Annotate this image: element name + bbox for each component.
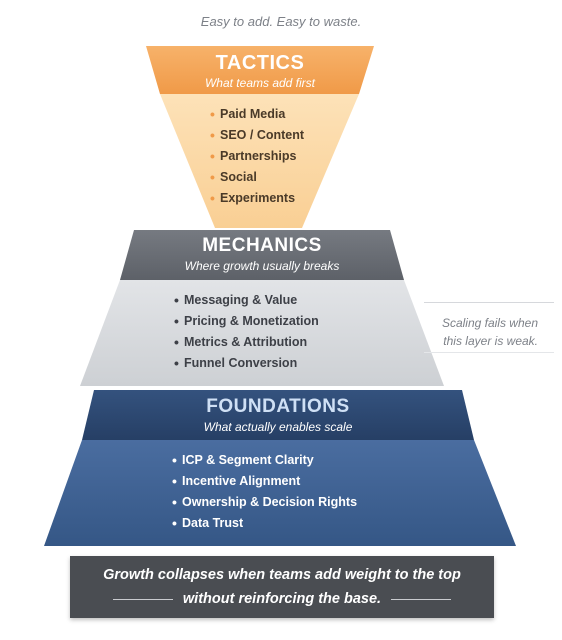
foundations-header-shape	[82, 390, 474, 440]
tactics-subtitle: What teams add first	[204, 76, 316, 90]
tactics-body-shape	[160, 94, 359, 228]
banner-line-2: without reinforcing the base.	[182, 591, 382, 607]
top-caption: Easy to add. Easy to waste.	[200, 14, 362, 29]
tactics-title: TACTICS	[215, 52, 305, 74]
bullet-icon: •	[174, 354, 179, 371]
list-item: •Metrics & Attribution	[174, 333, 308, 350]
foundations-title: FOUNDATIONS	[206, 396, 350, 417]
bullet-icon: •	[210, 168, 215, 185]
side-note: Scaling fails when this layer is weak.	[441, 316, 538, 348]
bullet-icon: •	[210, 147, 215, 164]
bullet-icon: •	[174, 312, 179, 329]
foundations-body-shape	[44, 440, 516, 546]
bullet-icon: •	[174, 333, 179, 350]
mechanics-subtitle: Where growth usually breaks	[184, 259, 340, 273]
banner-rule-right	[391, 598, 452, 600]
bullet-icon: •	[174, 291, 179, 308]
mechanics-body-shape	[80, 280, 444, 386]
foundations-list: •ICP & Segment Clarity •Incentive Alignm…	[172, 449, 412, 533]
list-item: •Incentive Alignment	[172, 472, 301, 489]
list-item: •SEO / Content	[210, 126, 305, 143]
bullet-icon: •	[210, 105, 215, 122]
bullet-icon: •	[172, 514, 177, 531]
bullet-icon: •	[172, 472, 177, 489]
list-item: •Funnel Conversion	[174, 354, 298, 371]
bullet-icon: •	[172, 493, 177, 510]
banner-line-1: Growth collapses when teams add weight t…	[103, 567, 461, 583]
side-note-divider-top	[424, 302, 554, 303]
list-item: •Experiments	[210, 189, 296, 206]
mechanics-title: MECHANICS	[202, 235, 322, 256]
list-item: •Data Trust	[172, 514, 244, 531]
list-item: •Ownership & Decision Rights	[172, 493, 358, 510]
bullet-icon: •	[210, 189, 215, 206]
mechanics-list: •Messaging & Value •Pricing & Monetizati…	[174, 289, 394, 373]
list-item: •Partnerships	[210, 147, 297, 164]
bullet-icon: •	[172, 451, 177, 468]
side-note-divider-bottom	[424, 352, 554, 353]
tactics-header-shape	[146, 46, 374, 94]
tactics-list: •Paid Media •SEO / Content •Partnerships…	[210, 103, 350, 208]
list-item: •Paid Media	[210, 105, 286, 122]
mechanics-header-shape	[120, 230, 404, 280]
banner-rule-left	[112, 598, 173, 600]
list-item: •Social	[210, 168, 257, 185]
banner-line-2-row: without reinforcing the base.	[70, 589, 494, 609]
bullet-icon: •	[210, 126, 215, 143]
list-item: •Pricing & Monetization	[174, 312, 319, 329]
bottom-banner: Growth collapses when teams add weight t…	[70, 556, 494, 618]
list-item: •Messaging & Value	[174, 291, 298, 308]
list-item: •ICP & Segment Clarity	[172, 451, 314, 468]
foundations-subtitle: What actually enables scale	[203, 420, 353, 434]
